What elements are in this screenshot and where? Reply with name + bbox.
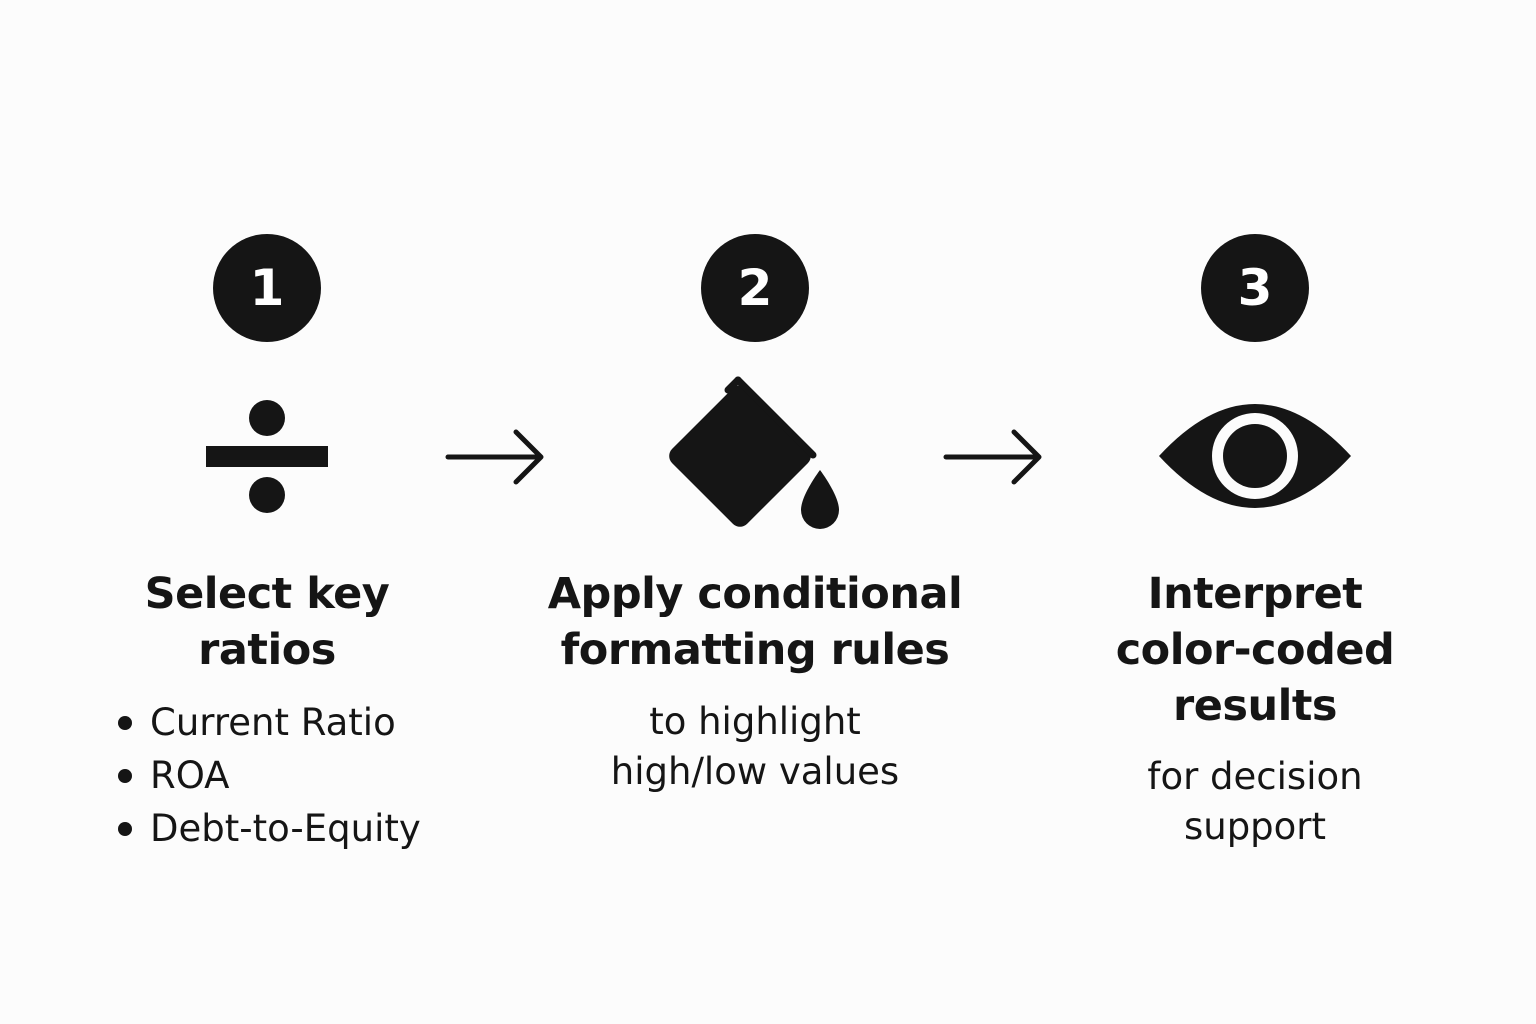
step-title: Select key ratios (144, 569, 390, 675)
step-title: Interpret color-coded results (1115, 569, 1395, 731)
step-description: to highlight high/low values (610, 700, 900, 793)
arrow-right-icon (445, 429, 544, 485)
bullet-dot (118, 716, 132, 730)
list-item: Debt-to-Equity (112, 802, 421, 855)
ratio-list: Current Ratio ROA Debt-to-Equity (112, 696, 421, 855)
list-item: Current Ratio (112, 696, 421, 749)
arrow-right-icon (943, 429, 1042, 485)
step-number-badge: 2 (701, 234, 809, 342)
step-title: Apply conditional formatting rules (547, 569, 963, 675)
list-item: ROA (112, 749, 421, 802)
bullet-dot (118, 822, 132, 836)
step-1: 1 Select key ratios Current Ratio ROA De… (57, 0, 477, 1024)
step-number-badge: 3 (1201, 234, 1309, 342)
step-description: for decision support (1147, 755, 1363, 848)
paint-bucket-icon (669, 376, 839, 529)
step-2: 2 Apply conditional formatting rules to … (545, 0, 965, 1024)
eye-icon (1159, 404, 1351, 508)
step-number-badge: 1 (213, 234, 321, 342)
step-3: 3 Interpret color-coded results for deci… (1045, 0, 1465, 1024)
divide-icon (206, 400, 328, 513)
bullet-dot (118, 769, 132, 783)
